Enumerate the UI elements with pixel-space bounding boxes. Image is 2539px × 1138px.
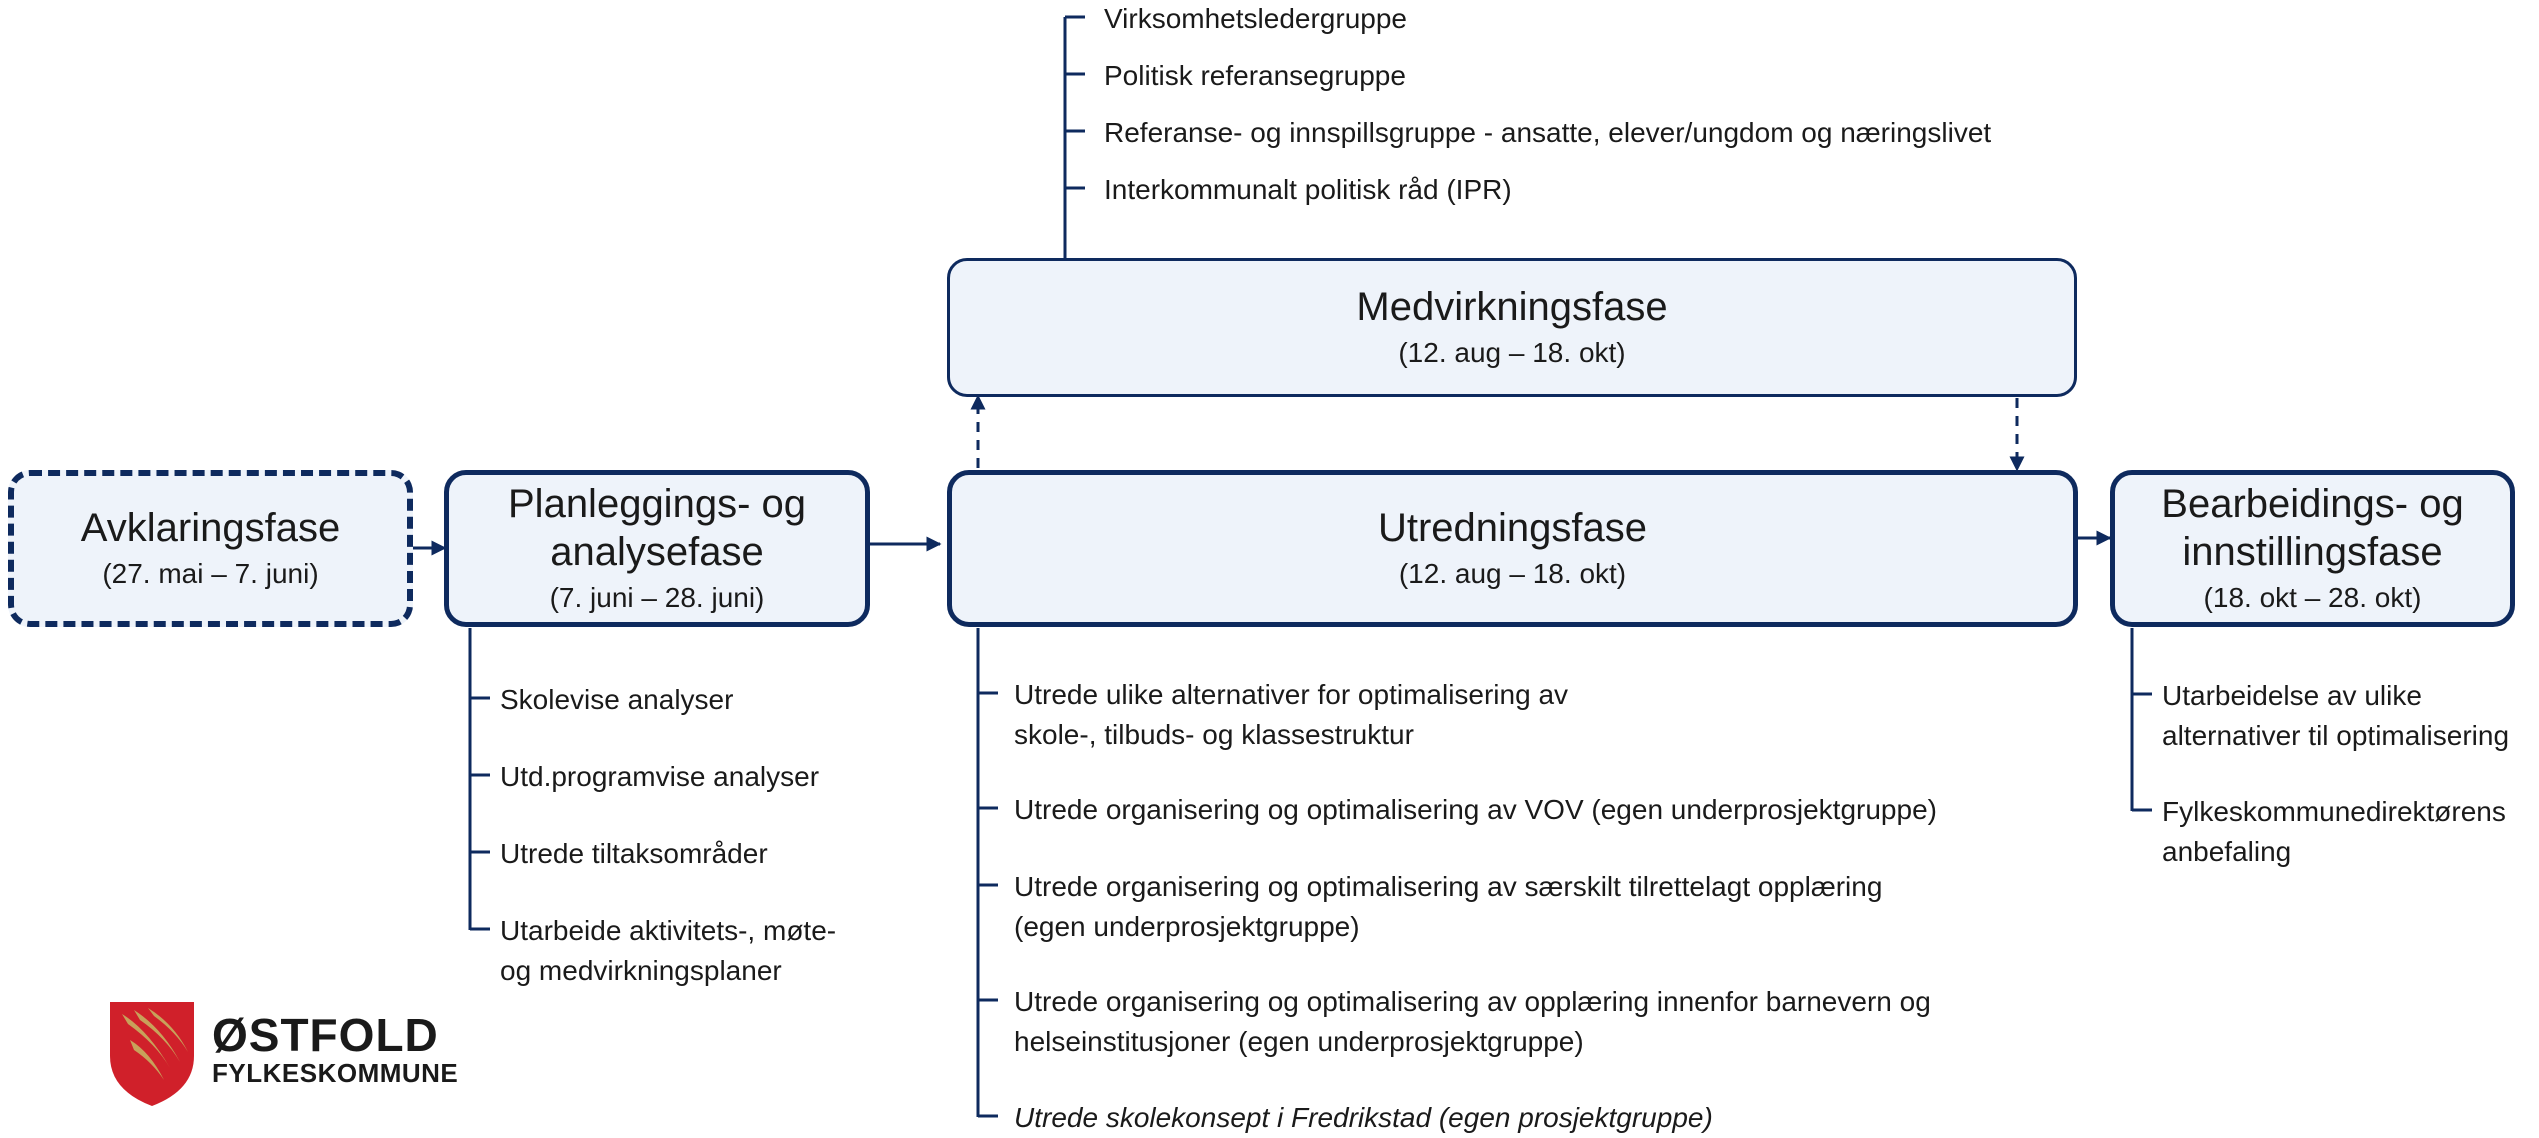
planlegging-item: Utd.programvise analyser	[500, 761, 820, 792]
phase-avklaring: Avklaringsfase (27. mai – 7. juni)	[8, 470, 413, 627]
utredning-item-line: Utrede organisering og optimalisering av…	[1014, 794, 1937, 825]
phase-bearbeiding-name-line2: innstillingsfase	[2182, 530, 2443, 575]
medvirkning-item: Virksomhetsledergruppe	[1104, 3, 1407, 34]
phase-medvirkning: Medvirkningsfase (12. aug – 18. okt)	[947, 258, 2077, 397]
utredning-item-line: Utrede organisering og optimalisering av…	[1014, 871, 1883, 902]
phase-medvirkning-date: (12. aug – 18. okt)	[1398, 337, 1626, 369]
bearbeiding-item-line: alternativer til optimalisering	[2162, 720, 2510, 751]
bearbeiding-item: Fylkeskommunedirektørens anbefaling	[2162, 792, 2506, 872]
phase-avklaring-name: Avklaringsfase	[80, 506, 341, 551]
medvirkning-item: Politisk referansegruppe	[1104, 60, 1406, 91]
planlegging-item: Skolevise analyser	[500, 684, 734, 715]
utredning-item-line: Utrede ulike alternativer for optimalise…	[1014, 679, 1569, 710]
phase-utredning: Utredningsfase (12. aug – 18. okt)	[947, 470, 2078, 627]
phase-utredning-date: (12. aug – 18. okt)	[1398, 558, 1627, 590]
utredning-item: Utrede organisering og optimalisering av…	[1014, 790, 1937, 830]
utredning-item-line: helseinstitusjoner (egen underprosjektgr…	[1014, 1026, 1584, 1057]
bearbeiding-item-line: anbefaling	[2162, 836, 2292, 867]
planlegging-bracket	[468, 628, 490, 931]
logo-subtitle: FYLKESKOMMUNE	[212, 1058, 459, 1088]
utredning-item: Utrede skolekonsept i Fredrikstad (egen …	[1014, 1098, 1713, 1138]
utredning-item-line: skole-, tilbuds- og klassestruktur	[1014, 719, 1414, 750]
planlegging-item-line: Utarbeide aktivitets-, møte-	[500, 915, 837, 946]
medvirkning-item: Interkommunalt politisk råd (IPR)	[1104, 174, 1512, 205]
phase-avklaring-date: (27. mai – 7. juni)	[102, 558, 319, 590]
utredning-item-line: (egen underprosjektgruppe)	[1014, 911, 1360, 942]
phase-bearbeiding: Bearbeidings- og innstillingsfase (18. o…	[2110, 470, 2515, 627]
medvirkning-item: Referanse- og innspillsgruppe - ansatte,…	[1104, 117, 1992, 148]
utredning-item-line: Utrede organisering og optimalisering av…	[1014, 986, 1931, 1017]
utredning-item-line: Utrede skolekonsept i Fredrikstad (egen …	[1014, 1102, 1713, 1133]
phase-bearbeiding-name-line1: Bearbeidings- og	[2161, 482, 2464, 527]
utredning-bracket	[976, 628, 998, 1118]
medvirkning-bracket	[1063, 15, 1085, 258]
utredning-item: Utrede organisering og optimalisering av…	[1014, 982, 1931, 1062]
coat-of-arms-icon	[110, 1002, 194, 1106]
phase-planlegging-name-line2: analysefase	[550, 530, 764, 575]
utredning-item: Utrede organisering og optimalisering av…	[1014, 867, 1882, 947]
planlegging-item: Utrede tiltaksområder	[500, 838, 768, 869]
utredning-item: Utrede ulike alternativer for optimalise…	[1014, 675, 1568, 755]
bearbeiding-item-line: Fylkeskommunedirektørens	[2162, 796, 2506, 827]
phase-bearbeiding-date: (18. okt – 28. okt)	[2203, 582, 2422, 614]
bearbeiding-item-line: Utarbeidelse av ulike	[2162, 680, 2422, 711]
logo-title: ØSTFOLD	[212, 1009, 439, 1061]
phase-utredning-name: Utredningsfase	[1377, 506, 1648, 551]
phase-planlegging-name-line1: Planleggings- og	[508, 482, 806, 527]
planlegging-item: Utarbeide aktivitets-, møte- og medvirkn…	[500, 911, 836, 991]
phase-planlegging-date: (7. juni – 28. juni)	[549, 582, 765, 614]
ostfold-logo: ØSTFOLD FYLKESKOMMUNE	[108, 1000, 468, 1110]
bearbeiding-item: Utarbeidelse av ulike alternativer til o…	[2162, 676, 2509, 756]
phase-planlegging: Planleggings- og analysefase (7. juni – …	[444, 470, 870, 627]
planlegging-item-line: og medvirkningsplaner	[500, 955, 782, 986]
bearbeiding-bracket	[2130, 628, 2152, 812]
phase-medvirkning-name: Medvirkningsfase	[1356, 285, 1668, 330]
